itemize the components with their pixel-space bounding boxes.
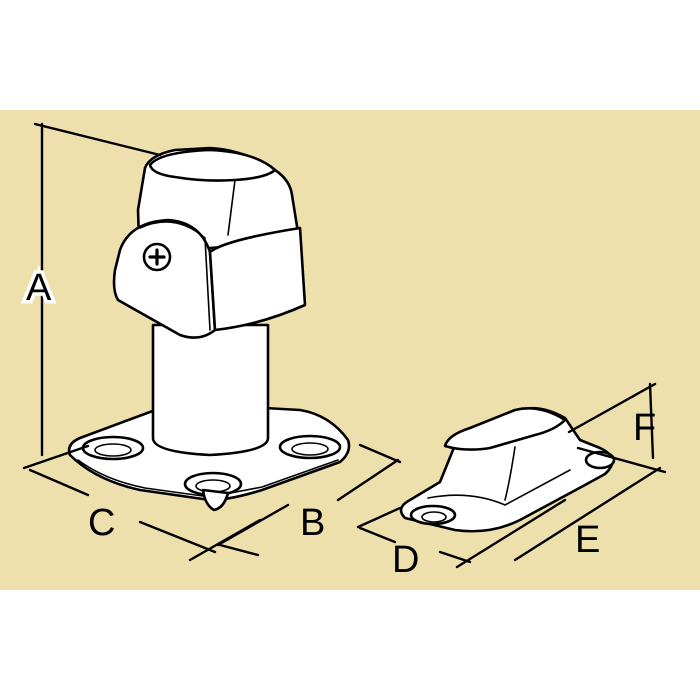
label-c: C — [88, 502, 115, 544]
dimension-lines — [22, 122, 667, 569]
diagram-background — [0, 110, 700, 590]
label-b: B — [300, 502, 325, 544]
door-stop — [67, 146, 351, 512]
door-stop-head — [112, 146, 307, 339]
door-catch — [399, 406, 616, 533]
door-stop-post — [151, 323, 270, 457]
label-a: A — [26, 267, 52, 309]
label-d: D — [392, 539, 419, 581]
svg-text:A: A — [26, 267, 52, 309]
label-e: E — [575, 519, 600, 561]
label-f: F — [633, 407, 656, 449]
